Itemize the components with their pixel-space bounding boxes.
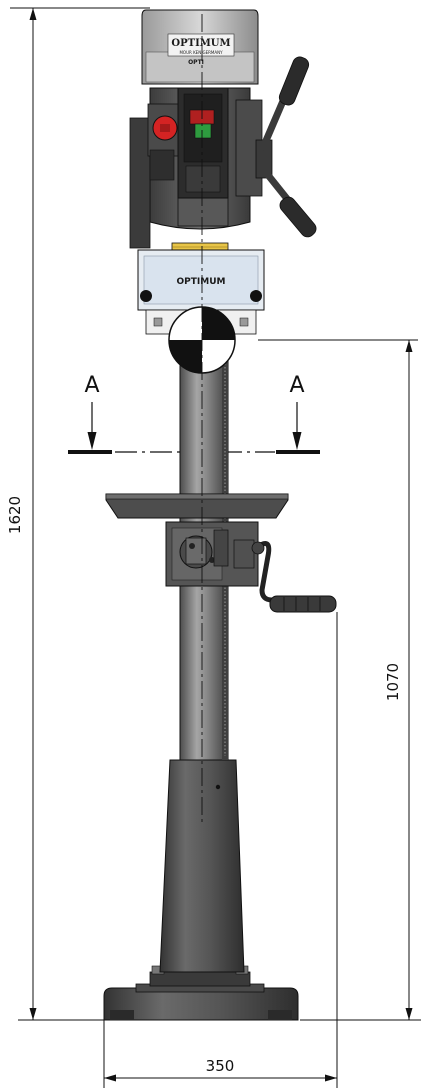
feed-handle-upper[interactable] (258, 55, 311, 152)
chuck-guard: OPTIMUM (137, 249, 265, 335)
feed-handle-lower[interactable] (261, 167, 319, 240)
dimension-base-width: 350 (103, 612, 338, 1088)
dimension-table-height: 1070 (258, 339, 421, 1021)
overall-height-label: 1620 (6, 496, 24, 534)
section-line-a-a: A A (68, 373, 320, 454)
drill-head: OPTIMUM MOUR KEN GERMANY OPTI (129, 9, 273, 254)
arrowhead-top (29, 8, 37, 20)
guard-logo: OPTIMUM (177, 277, 226, 287)
arrowhead-left (104, 1074, 116, 1082)
dimension-overall-height: 1620 (6, 7, 150, 1021)
machine-base (103, 965, 299, 1021)
arrowhead-right (292, 432, 302, 450)
arrowhead-left (87, 432, 97, 450)
arrowhead-bottom (405, 1008, 413, 1020)
arrowhead-right (325, 1074, 337, 1082)
table-bracket (165, 521, 259, 587)
work-table (105, 493, 289, 519)
start-button[interactable] (194, 123, 212, 139)
arrowhead-top (405, 340, 413, 352)
head-logo: OPTIMUM (171, 38, 230, 49)
table-height-label: 1070 (384, 663, 402, 701)
model-badge: OPTI (188, 59, 204, 66)
table-crank-handle[interactable] (251, 541, 337, 613)
head-line: MOUR KEN GERMANY (179, 50, 223, 55)
section-marker-left: A (84, 373, 99, 398)
section-marker-right: A (289, 373, 304, 398)
base-width-label: 350 (206, 1057, 235, 1075)
arrowhead-bottom (29, 1008, 37, 1020)
